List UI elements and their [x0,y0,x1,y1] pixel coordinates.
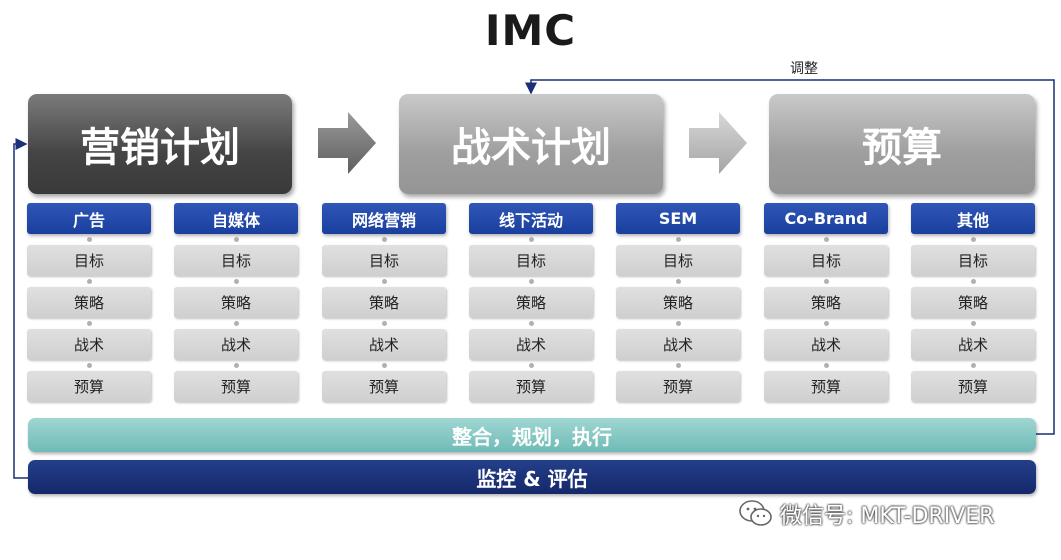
step-cell: 预算 [616,371,740,402]
step-cell: 目标 [469,245,593,276]
connector-dot [234,321,239,326]
wechat-icon [739,500,772,526]
column-header-co-brand: Co-Brand [764,203,888,234]
connector-dot [87,237,92,242]
step-cell: 战术 [27,329,151,360]
step-cell: 预算 [174,371,298,402]
column-header-offline-events: 线下活动 [469,203,593,234]
plan-budget: 预算 [769,94,1035,194]
right-arrow-icon [318,112,376,174]
connector-dot [676,237,681,242]
step-cell: 目标 [764,245,888,276]
connector-dot [87,363,92,368]
step-cell: 战术 [616,329,740,360]
step-cell: 策略 [616,287,740,318]
connector-dot [529,237,534,242]
connector-dot [382,279,387,284]
connector-dot [382,321,387,326]
step-cell: 预算 [764,371,888,402]
connector-dot [234,237,239,242]
connector-dot [971,363,976,368]
connector-dot [971,237,976,242]
connector-dot [824,363,829,368]
step-cell: 目标 [616,245,740,276]
watermark-text: 微信号: MKT-DRIVER [780,504,995,529]
connector-dot [824,279,829,284]
connector-dot [234,279,239,284]
connector-dot [87,279,92,284]
loop-back-arrow [13,138,28,479]
connector-dot [824,321,829,326]
step-cell: 战术 [764,329,888,360]
plan-marketing: 营销计划 [28,94,292,194]
connector-dot [971,321,976,326]
connector-dot [382,363,387,368]
connector-dot [529,363,534,368]
column-header-self-media: 自媒体 [174,203,298,234]
step-cell: 策略 [911,287,1035,318]
step-cell: 目标 [322,245,446,276]
step-cell: 目标 [27,245,151,276]
connector-dot [676,321,681,326]
column-header-other: 其他 [911,203,1035,234]
monitor-bar: 监控 & 评估 [28,460,1036,494]
feedback-label: 调整 [790,61,818,77]
step-cell: 策略 [27,287,151,318]
step-cell: 策略 [174,287,298,318]
connector-dot [676,279,681,284]
right-arrow-icon [689,112,747,174]
column-header-sem: SEM [616,203,740,234]
connector-dot [676,363,681,368]
step-cell: 战术 [174,329,298,360]
watermark: 微信号: MKT-DRIVER [738,496,994,532]
connector-dot [234,363,239,368]
step-cell: 策略 [469,287,593,318]
step-cell: 预算 [469,371,593,402]
connector-dot [87,321,92,326]
connector-dot [824,237,829,242]
connector-dot [529,279,534,284]
integrate-bar: 整合，规划，执行 [28,418,1036,452]
step-cell: 战术 [322,329,446,360]
step-cell: 策略 [322,287,446,318]
column-header-ads: 广告 [27,203,151,234]
step-cell: 战术 [911,329,1035,360]
feedback-arrow [525,79,1055,435]
diagram-title: IMC [484,6,577,55]
step-cell: 预算 [27,371,151,402]
step-cell: 目标 [911,245,1035,276]
step-cell: 策略 [764,287,888,318]
connector-dot [971,279,976,284]
step-cell: 目标 [174,245,298,276]
connector-dot [382,237,387,242]
step-cell: 战术 [469,329,593,360]
column-header-online-marketing: 网络营销 [322,203,446,234]
plan-tactics: 战术计划 [399,94,663,194]
step-cell: 预算 [911,371,1035,402]
connector-dot [529,321,534,326]
step-cell: 预算 [322,371,446,402]
